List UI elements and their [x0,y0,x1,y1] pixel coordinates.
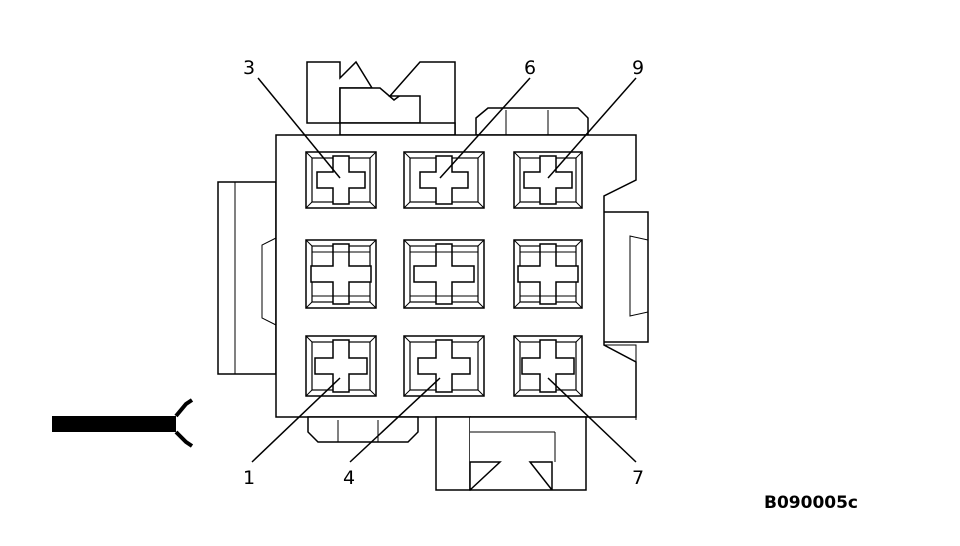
leader-pin-4 [349,377,441,463]
pin-label-6: 6 [524,57,536,79]
pin-label-9: 9 [632,57,644,79]
terminal-cavity [403,239,485,309]
terminal-cavity [305,335,377,397]
leader-pin-7 [547,377,637,463]
terminal-cavity [513,239,583,309]
terminal-cavity [305,151,377,209]
pin-label-3: 3 [243,57,255,79]
terminal-cavity [513,151,583,209]
bottom-latch-left [307,416,419,443]
terminal-cavity [403,151,485,209]
pin-label-1: 1 [243,467,255,489]
terminal-cavity [403,335,485,397]
leader-lines [251,77,637,463]
pin-label-4: 4 [343,467,355,489]
left-side-lock [217,181,277,375]
terminal-cavity [513,335,583,397]
leader-pin-1 [251,377,341,463]
wire-harness-arrow-icon [52,398,194,448]
figure-code: B090005c [764,493,858,513]
terminal-cavity [305,239,377,309]
top-right-lock [475,107,589,136]
leader-pin-6 [439,77,531,179]
bottom-latch-right [435,416,587,491]
top-latch-right [339,61,456,136]
pin-label-7: 7 [632,467,644,489]
leader-pin-3 [257,77,341,179]
leader-pin-9 [547,77,637,179]
cavity-grid [305,151,583,397]
